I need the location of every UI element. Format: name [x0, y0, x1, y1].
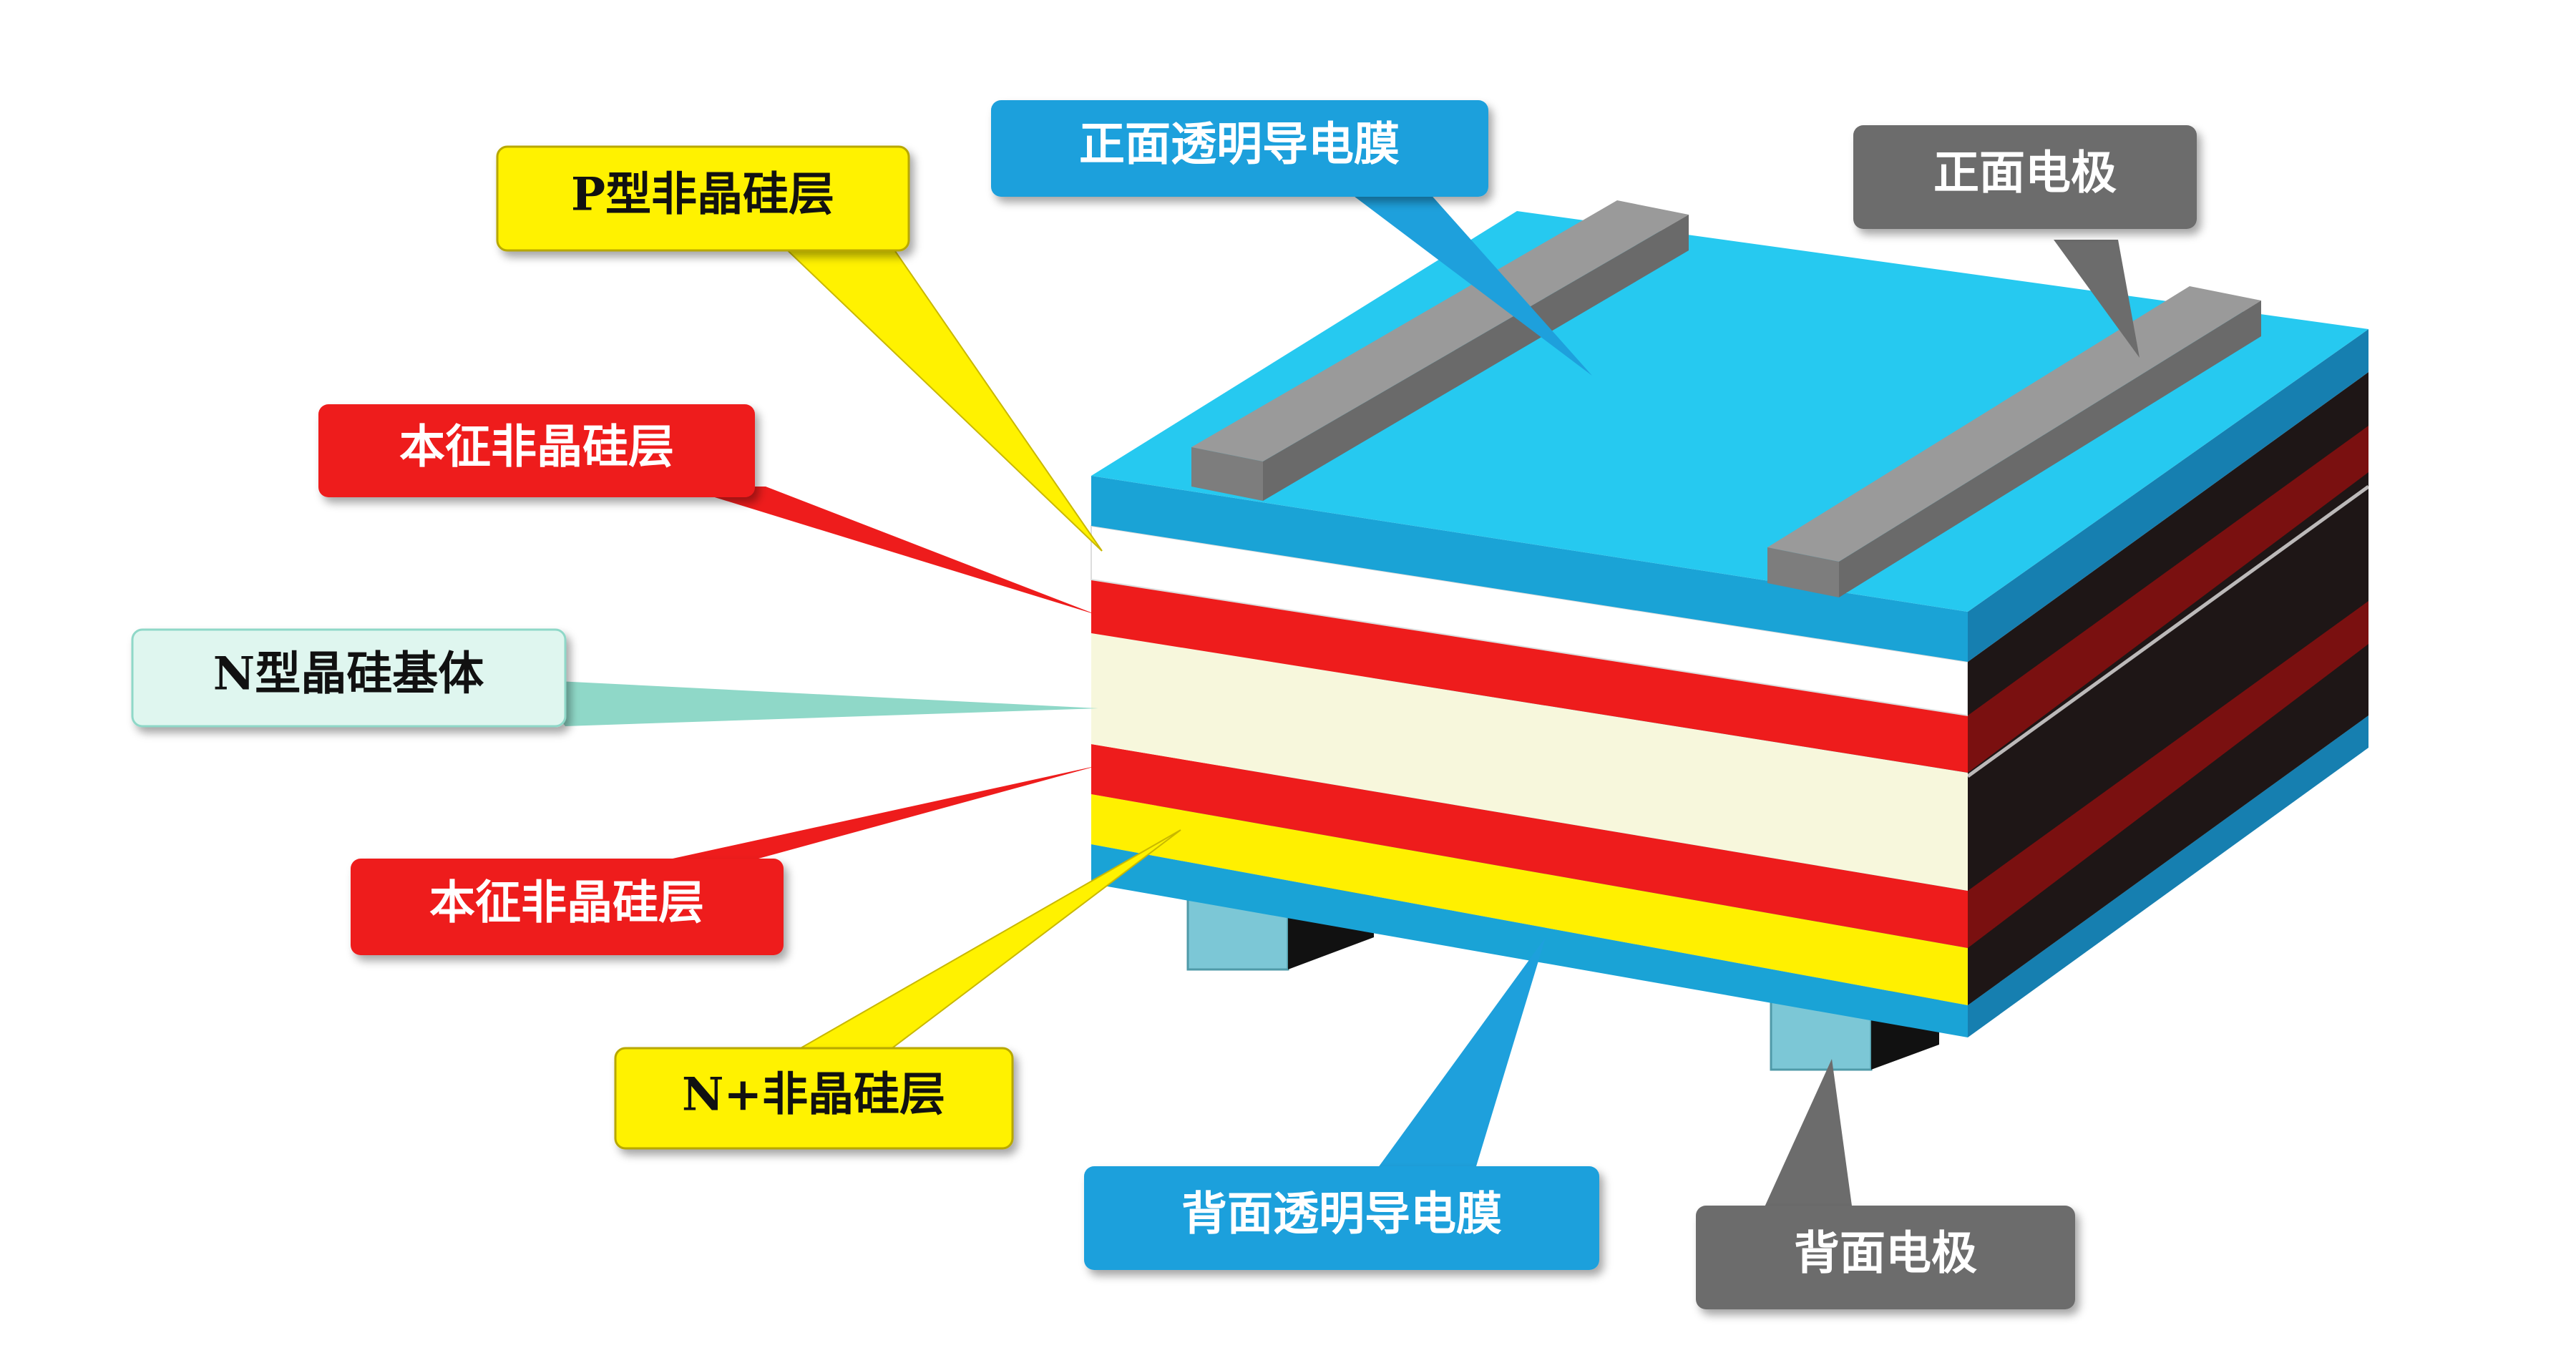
front-electrode-right-side [1839, 301, 2261, 597]
label-front-tco-text: 正面透明导电膜 [1079, 118, 1400, 172]
intrinsic-bottom-layer-front [1091, 744, 1968, 948]
label-front-electrode: 正面电极 [1853, 125, 2197, 229]
label-front-electrode-text: 正面电极 [1933, 147, 2117, 200]
front-electrode-left-top [1191, 200, 1689, 461]
label-p-type: P型非晶硅层 [496, 145, 910, 252]
front-tco-front-face [1091, 476, 1968, 662]
label-intrinsic-top: 本征非晶硅层 [318, 404, 755, 497]
pointer-intrinsic-bottom [673, 766, 1098, 859]
pointer-intrinsic-top [680, 487, 1098, 615]
intrinsic-top-layer-front [1091, 580, 1968, 773]
label-n-plus: N+非晶硅层 [614, 1047, 1014, 1150]
label-n-type-text: N型晶硅基体 [213, 648, 484, 701]
label-back-electrode: 背面电极 [1696, 1206, 2075, 1309]
layer-stack [1091, 200, 2370, 1071]
pointer-back-tco [1374, 937, 1546, 1173]
pointer-p-type [774, 239, 1103, 552]
n-type-base-front [1091, 633, 1968, 891]
pointer-back-electrode [1760, 1059, 1853, 1216]
label-n-plus-text: N+非晶硅层 [682, 1068, 945, 1122]
stack-side-red-bottom [1968, 601, 2368, 948]
label-intrinsic-bottom-text: 本征非晶硅层 [429, 876, 704, 930]
pointer-n-type [530, 680, 1098, 726]
label-intrinsic-bottom: 本征非晶硅层 [351, 859, 784, 955]
pointer-n-plus [791, 829, 1181, 1052]
label-back-tco-text: 背面透明导电膜 [1181, 1188, 1502, 1241]
label-back-tco: 背面透明导电膜 [1084, 1166, 1599, 1270]
front-tco-top-face [1091, 211, 2368, 612]
front-electrode-left-side [1263, 215, 1689, 501]
label-intrinsic-top-text: 本征非晶硅层 [399, 421, 674, 474]
stack-side-red-top [1968, 426, 2368, 773]
n-plus-layer-front [1091, 794, 1968, 1005]
stack-side-highlight [1966, 484, 2370, 778]
pointer-front-electrode [2054, 240, 2140, 358]
pointer-front-tco [1331, 179, 1592, 376]
label-n-type: N型晶硅基体 [131, 628, 567, 728]
label-front-tco: 正面透明导电膜 [991, 100, 1488, 197]
front-electrode-right-front [1767, 547, 1839, 597]
front-tco-side-face [1968, 329, 2368, 662]
back-tco-side-face [1968, 715, 2368, 1037]
callout-pointers [530, 179, 2140, 1216]
front-electrode-left-front [1191, 447, 1263, 501]
label-back-electrode-text: 背面电极 [1794, 1227, 1977, 1281]
label-p-type-text: P型非晶硅层 [571, 168, 834, 222]
back-tco-front-face [1091, 844, 1968, 1037]
